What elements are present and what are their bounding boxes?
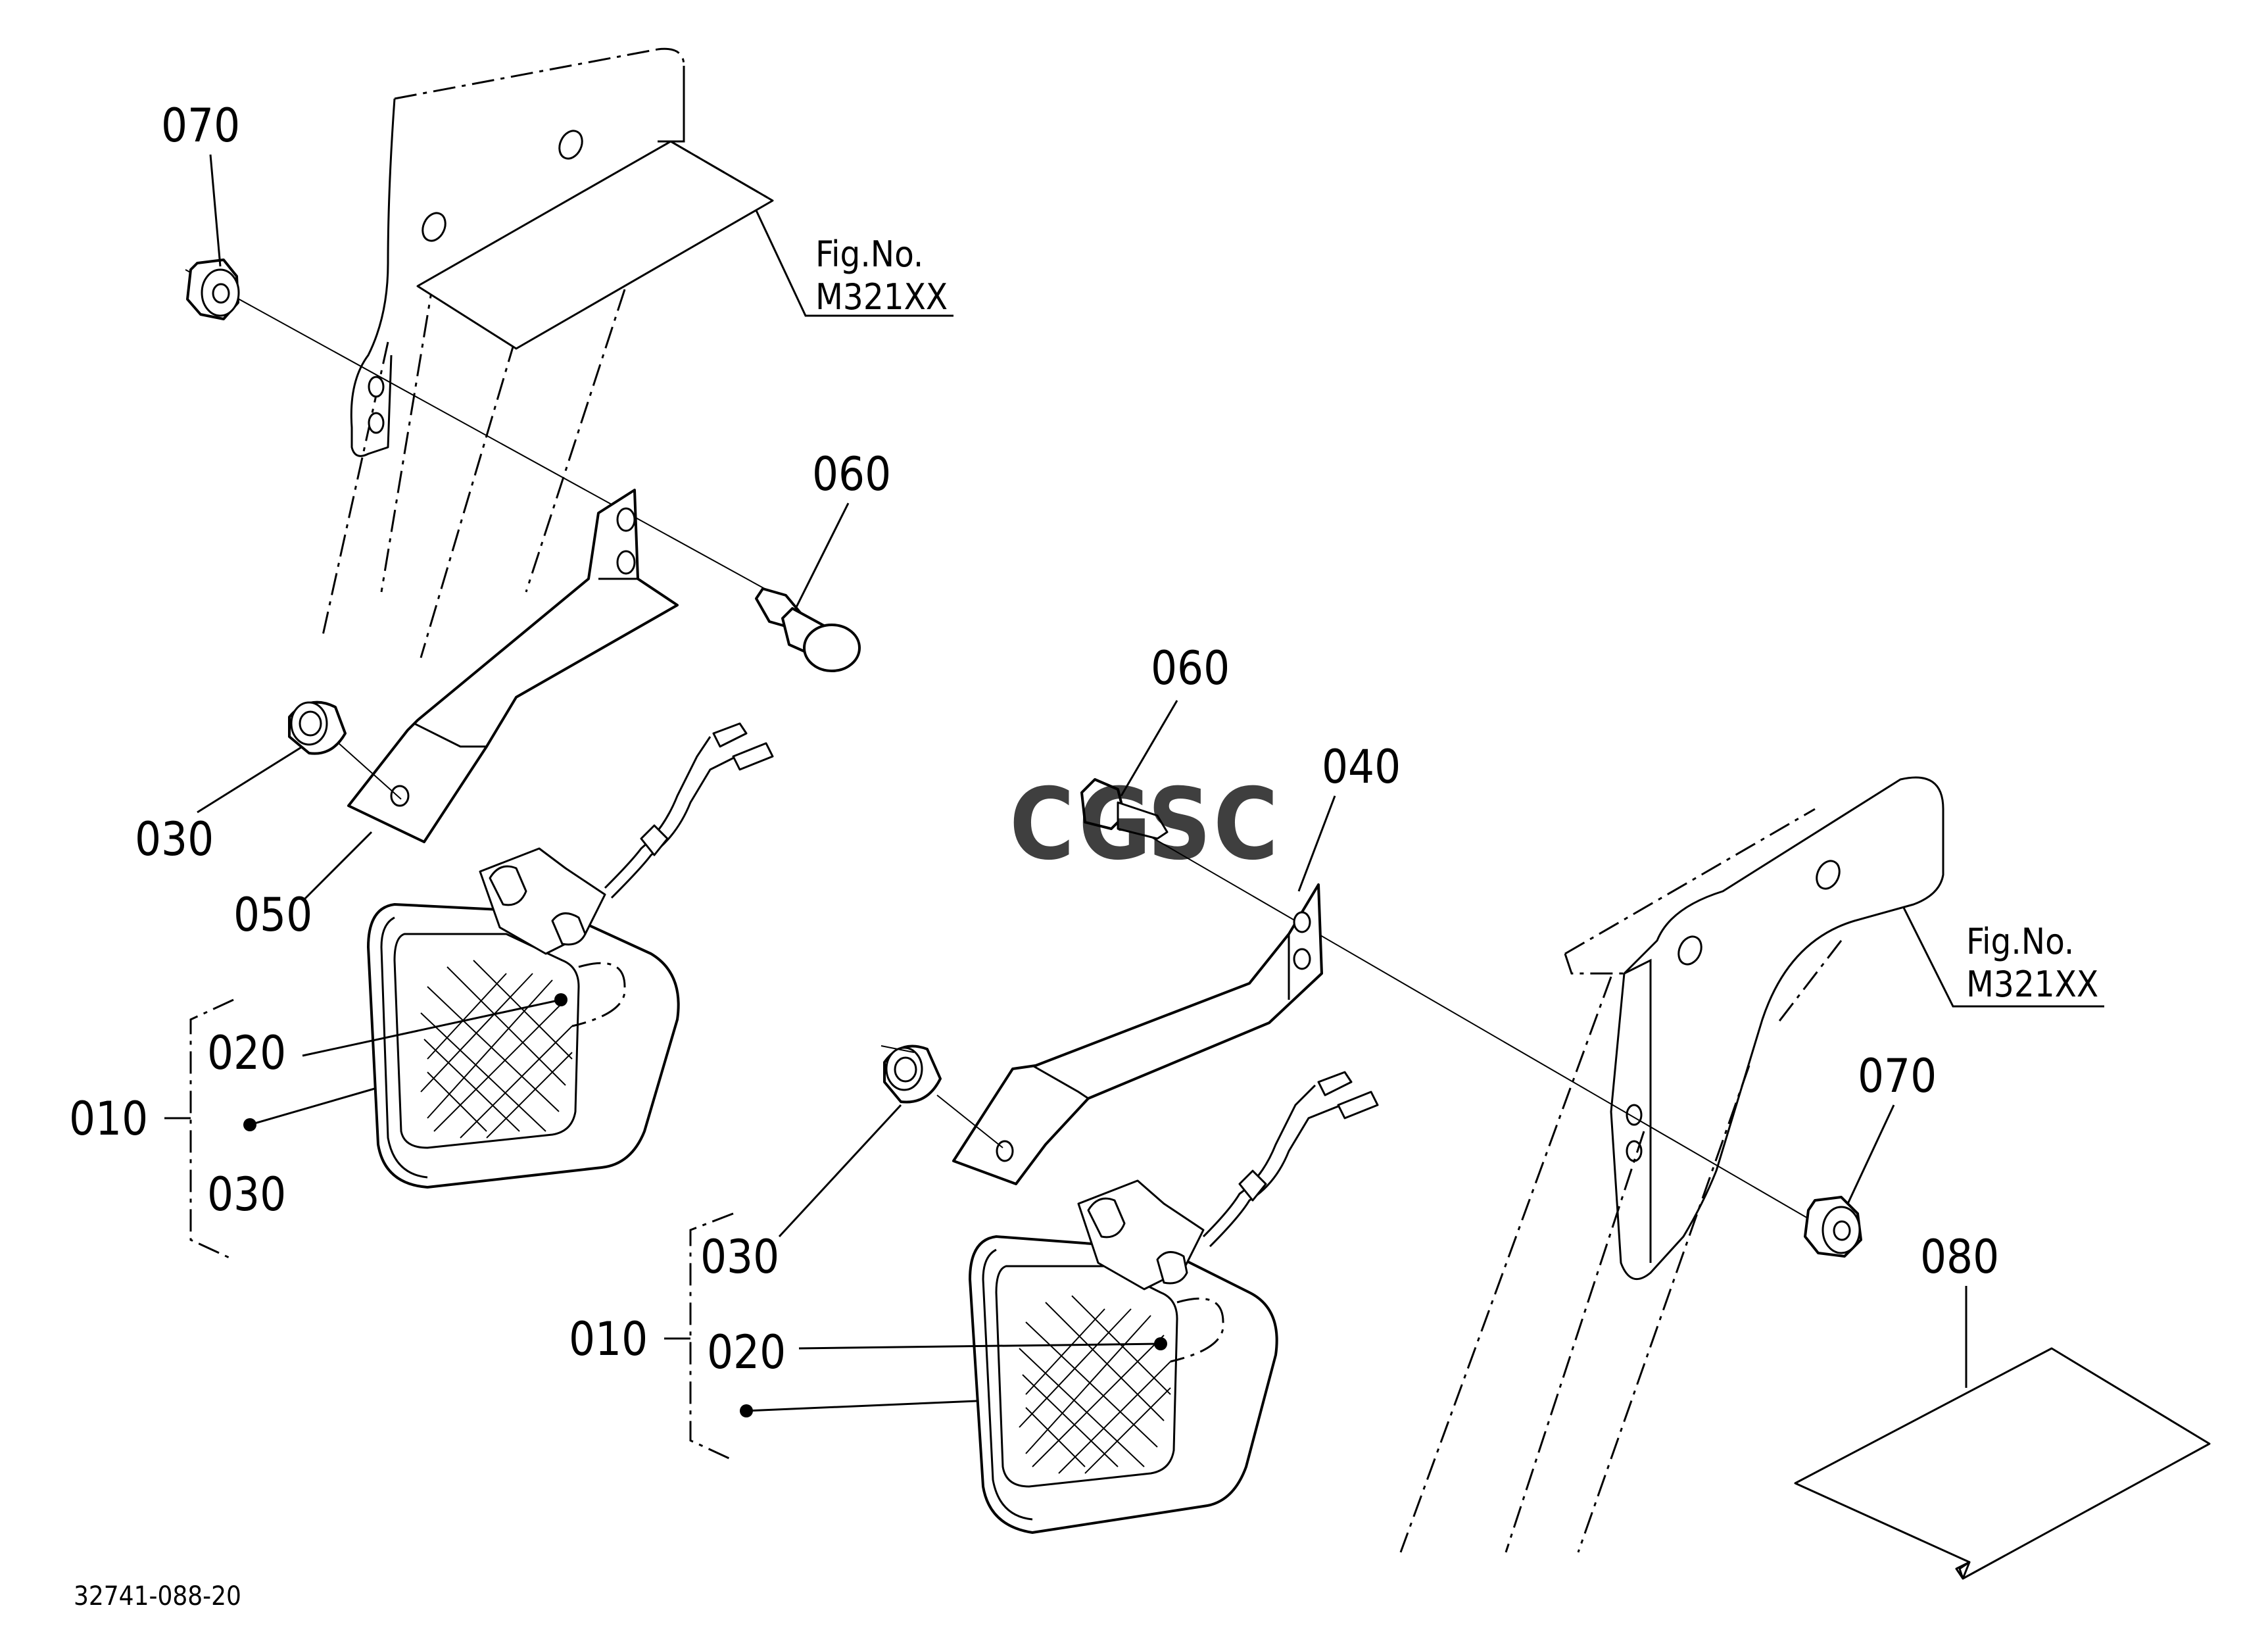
label-070-right: 070 bbox=[1858, 1049, 1937, 1103]
frame-right bbox=[1399, 776, 1944, 1553]
label-050: 050 bbox=[233, 888, 312, 942]
label-010-left: 010 bbox=[69, 1092, 148, 1146]
work-light-left bbox=[367, 847, 680, 1189]
watermark-letter-4: C bbox=[1213, 768, 1278, 882]
label-070-top: 070 bbox=[161, 99, 240, 153]
label-030-top: 030 bbox=[135, 812, 214, 866]
work-light-right bbox=[969, 1179, 1278, 1534]
label-060-top: 060 bbox=[812, 447, 891, 501]
fig-ref-top-line2: M321XX bbox=[815, 276, 948, 318]
drawing-code: 32741-088-20 bbox=[74, 1581, 241, 1611]
label-080: 080 bbox=[1920, 1230, 1999, 1284]
bolt-060-top bbox=[755, 587, 861, 672]
bolt-060-right bbox=[1080, 778, 1169, 840]
label-020-right: 020 bbox=[707, 1325, 786, 1379]
fig-ref-right-line1: Fig.No. bbox=[1966, 921, 2074, 962]
wiring-left bbox=[604, 722, 774, 899]
label-030-right: 030 bbox=[700, 1230, 779, 1284]
nut-070-right bbox=[1804, 1196, 1862, 1258]
label-010-right: 010 bbox=[569, 1312, 648, 1366]
fig-ref-top-line1: Fig.No. bbox=[815, 234, 923, 275]
watermark-logo: C G S C bbox=[1009, 768, 1278, 882]
bracket-040 bbox=[952, 883, 1323, 1185]
label-060-right: 060 bbox=[1151, 641, 1230, 695]
fig-ref-right-line2: M321XX bbox=[1966, 964, 2098, 1005]
nut-070-top bbox=[186, 258, 240, 320]
watermark-letter-1: C bbox=[1009, 768, 1074, 882]
grommet-030-top bbox=[288, 701, 347, 755]
sheet-080 bbox=[1794, 1347, 2211, 1580]
bracket-050 bbox=[347, 489, 679, 843]
watermark-letter-3: S bbox=[1147, 768, 1211, 882]
label-020-left: 020 bbox=[207, 1026, 286, 1080]
wiring-right bbox=[1202, 1071, 1379, 1248]
frame-upper-left bbox=[321, 47, 774, 658]
label-040: 040 bbox=[1322, 740, 1401, 794]
label-030-left: 030 bbox=[207, 1168, 286, 1221]
watermark-letter-2: G bbox=[1078, 768, 1151, 882]
grommet-030-right bbox=[883, 1045, 942, 1104]
